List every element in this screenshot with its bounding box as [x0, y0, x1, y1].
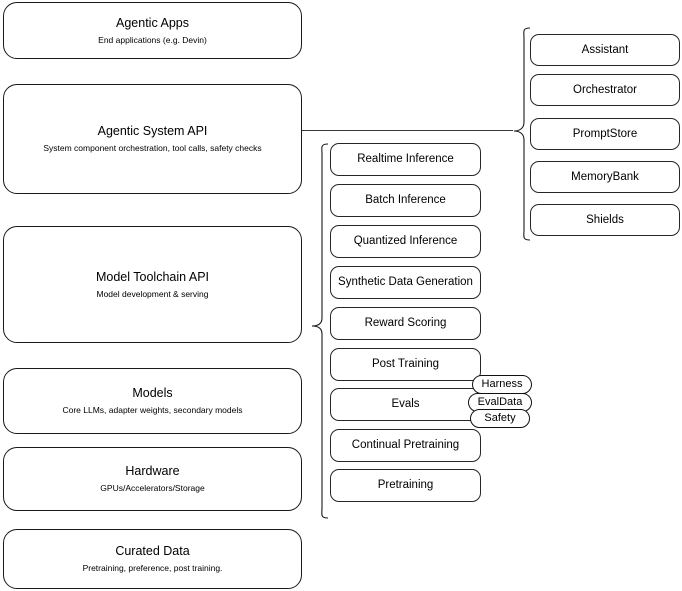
component-label: MemoryBank — [571, 170, 639, 183]
component-label: Post Training — [371, 358, 440, 370]
layer-models[interactable]: Models Core LLMs, adapter weights, secon… — [3, 368, 302, 434]
brace-agentic-system — [513, 27, 531, 241]
layer-subtitle: End applications (e.g. Devin) — [98, 34, 207, 45]
layer-agentic-system-api[interactable]: Agentic System API System component orch… — [3, 84, 302, 194]
layer-title: Agentic System API — [97, 124, 208, 138]
component-orchestrator[interactable]: Orchestrator — [530, 74, 680, 106]
component-label: Shields — [586, 213, 624, 226]
layer-model-toolchain-api[interactable]: Model Toolchain API Model development & … — [3, 226, 302, 343]
eval-tag-label: EvalData — [477, 396, 523, 408]
component-batch-inference[interactable]: Batch Inference — [330, 184, 481, 217]
eval-tag-safety[interactable]: Safety — [470, 409, 530, 428]
layer-title: Curated Data — [115, 544, 190, 558]
layer-subtitle: System component orchestration, tool cal… — [43, 143, 262, 153]
component-label: Realtime Inference — [357, 153, 454, 165]
layer-subtitle: GPUs/Accelerators/Storage — [100, 483, 205, 493]
component-label: Synthetic Data Generation — [338, 276, 473, 288]
component-label: Orchestrator — [573, 83, 637, 96]
layer-curated-data[interactable]: Curated Data Pretraining, preference, po… — [3, 529, 302, 589]
component-continual-pretraining[interactable]: Continual Pretraining — [330, 429, 481, 462]
connector-agentic-system-api — [302, 130, 513, 131]
component-realtime-inference[interactable]: Realtime Inference — [330, 143, 481, 176]
layer-hardware[interactable]: Hardware GPUs/Accelerators/Storage — [3, 447, 302, 511]
component-label: Assistant — [581, 43, 629, 56]
component-evals[interactable]: Evals — [330, 388, 481, 421]
component-assistant[interactable]: Assistant — [530, 34, 680, 66]
component-pretraining[interactable]: Pretraining — [330, 469, 481, 502]
eval-tag-label: Safety — [484, 412, 516, 424]
component-quantized-inference[interactable]: Quantized Inference — [330, 225, 481, 258]
component-shields[interactable]: Shields — [530, 204, 680, 236]
layer-title: Hardware — [125, 464, 180, 478]
layer-subtitle: Model development & serving — [96, 288, 209, 299]
eval-tag-label: Harness — [481, 378, 523, 390]
layer-subtitle: Core LLMs, adapter weights, secondary mo… — [62, 405, 243, 415]
layer-title: Models — [132, 386, 173, 400]
component-label: Continual Pretraining — [351, 439, 460, 451]
component-label: Pretraining — [377, 479, 434, 491]
component-reward-scoring[interactable]: Reward Scoring — [330, 307, 481, 340]
component-promptstore[interactable]: PromptStore — [530, 118, 680, 150]
component-label: PromptStore — [572, 127, 638, 140]
layer-agentic-apps[interactable]: Agentic Apps End applications (e.g. Devi… — [3, 2, 302, 59]
component-label: Evals — [391, 398, 420, 410]
layer-title: Agentic Apps — [116, 15, 189, 30]
component-post-training[interactable]: Post Training — [330, 348, 481, 381]
component-synthetic-data-generation[interactable]: Synthetic Data Generation — [330, 266, 481, 299]
layer-subtitle: Pretraining, preference, post training. — [82, 563, 223, 573]
component-label: Batch Inference — [365, 194, 446, 206]
component-label: Reward Scoring — [364, 317, 447, 329]
layer-title: Model Toolchain API — [95, 269, 210, 284]
brace-model-toolchain — [311, 143, 329, 519]
eval-tag-harness[interactable]: Harness — [472, 375, 532, 394]
component-label: Quantized Inference — [353, 235, 458, 247]
component-memorybank[interactable]: MemoryBank — [530, 161, 680, 193]
